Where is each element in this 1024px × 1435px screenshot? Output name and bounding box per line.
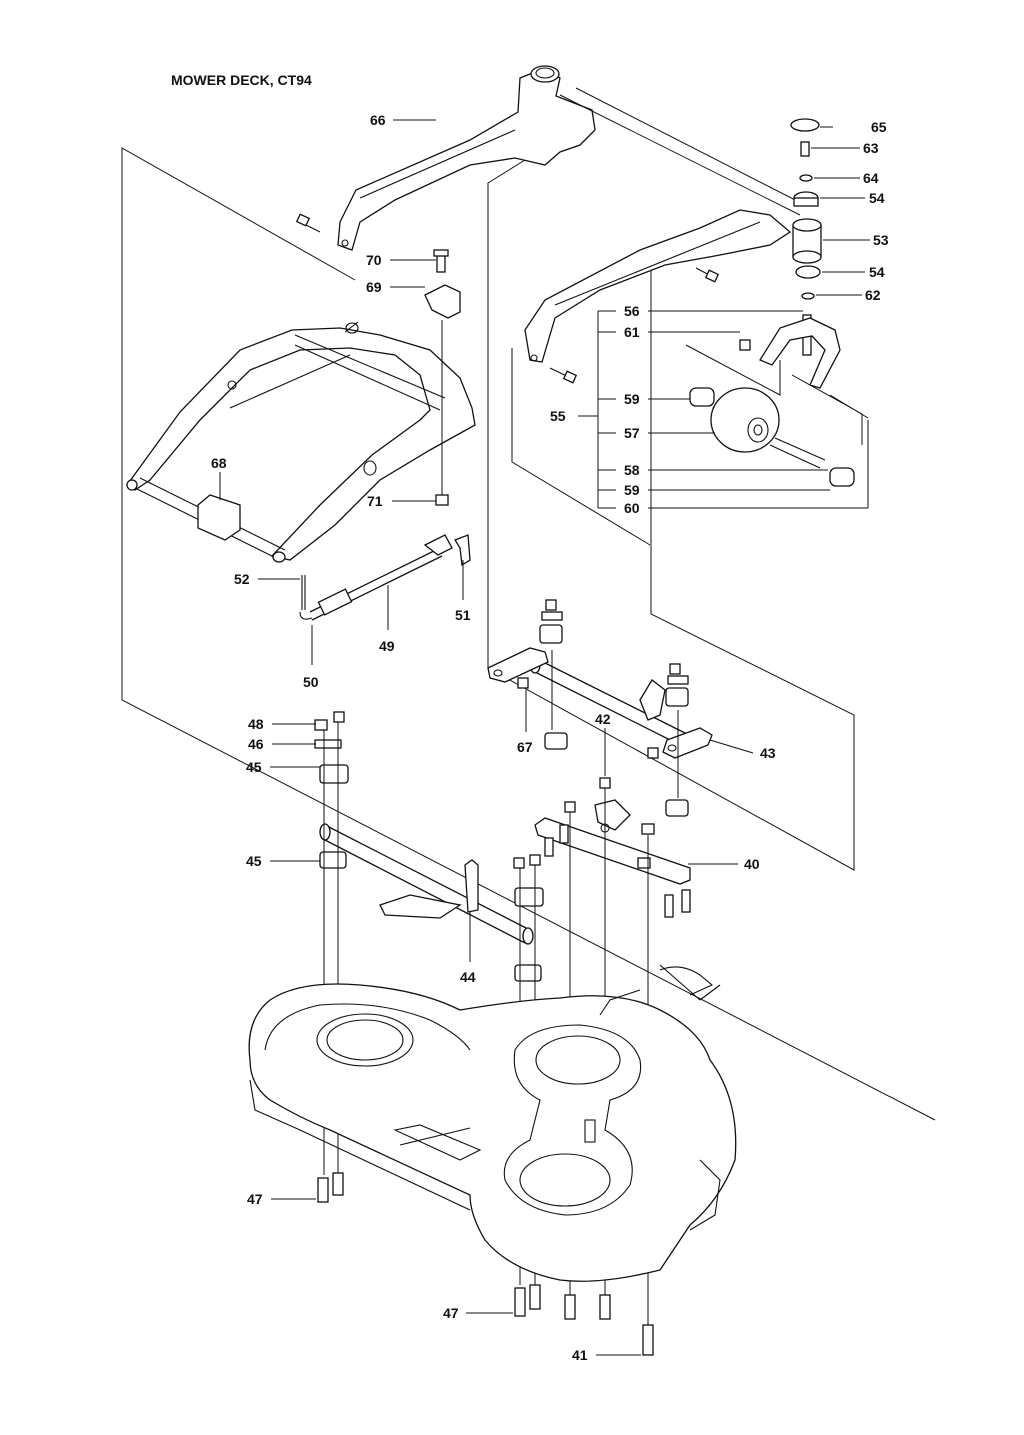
leader-lines [219,119,870,1356]
upper-lift-arm [295,65,596,251]
callout-41: 41 [572,1347,588,1363]
bottom-bolts [317,1172,654,1356]
linkage-rod [299,534,471,621]
callout-69: 69 [366,279,382,295]
callout-46: 46 [248,736,264,752]
callout-40: 40 [744,856,760,872]
callout-45a: 45 [246,759,262,775]
callout-51: 51 [455,607,471,623]
callout-55: 55 [550,408,566,424]
pivot-link-line-2 [575,87,806,206]
callout-61: 61 [624,324,640,340]
callout-68: 68 [211,455,227,471]
callout-42: 42 [595,711,611,727]
callout-57: 57 [624,425,640,441]
deck-hanger-frame [126,321,476,563]
pivot-link-line [559,94,801,216]
callout-54a: 54 [869,190,885,206]
caster-assembly [685,118,869,487]
callout-70: 70 [366,252,382,268]
callout-54b: 54 [869,264,885,280]
callout-52: 52 [234,571,250,587]
lower-lift-arm [524,209,792,384]
callout-65: 65 [871,119,887,135]
callout-43: 43 [760,745,776,761]
callout-59a: 59 [624,391,640,407]
callout-45b: 45 [246,853,262,869]
callout-62: 62 [865,287,881,303]
callout-labels: 66 65 63 64 54 53 54 62 70 69 56 61 59 5… [211,112,889,1363]
callout-48: 48 [248,716,264,732]
callout-64: 64 [863,170,879,186]
frame-outline-left [121,147,936,1121]
bracket-hardware [424,249,461,506]
front-axle [314,711,544,1285]
mower-deck [248,964,737,1282]
diagram-title: MOWER DECK, CT94 [171,72,312,88]
callout-44: 44 [460,969,476,985]
rear-shaft-assembly [487,599,713,817]
callout-59b: 59 [624,482,640,498]
callout-50: 50 [303,674,319,690]
callout-58: 58 [624,462,640,478]
callout-47a: 47 [247,1191,263,1207]
frame-outline-center [487,159,855,871]
frame-outline-pivot-arm [511,348,651,546]
callout-47b: 47 [443,1305,459,1321]
callout-63: 63 [863,140,879,156]
callout-71: 71 [367,493,383,509]
callout-49: 49 [379,638,395,654]
callout-56: 56 [624,303,640,319]
callout-66: 66 [370,112,386,128]
callout-53: 53 [873,232,889,248]
callout-60: 60 [624,500,640,516]
callout-67: 67 [517,739,533,755]
